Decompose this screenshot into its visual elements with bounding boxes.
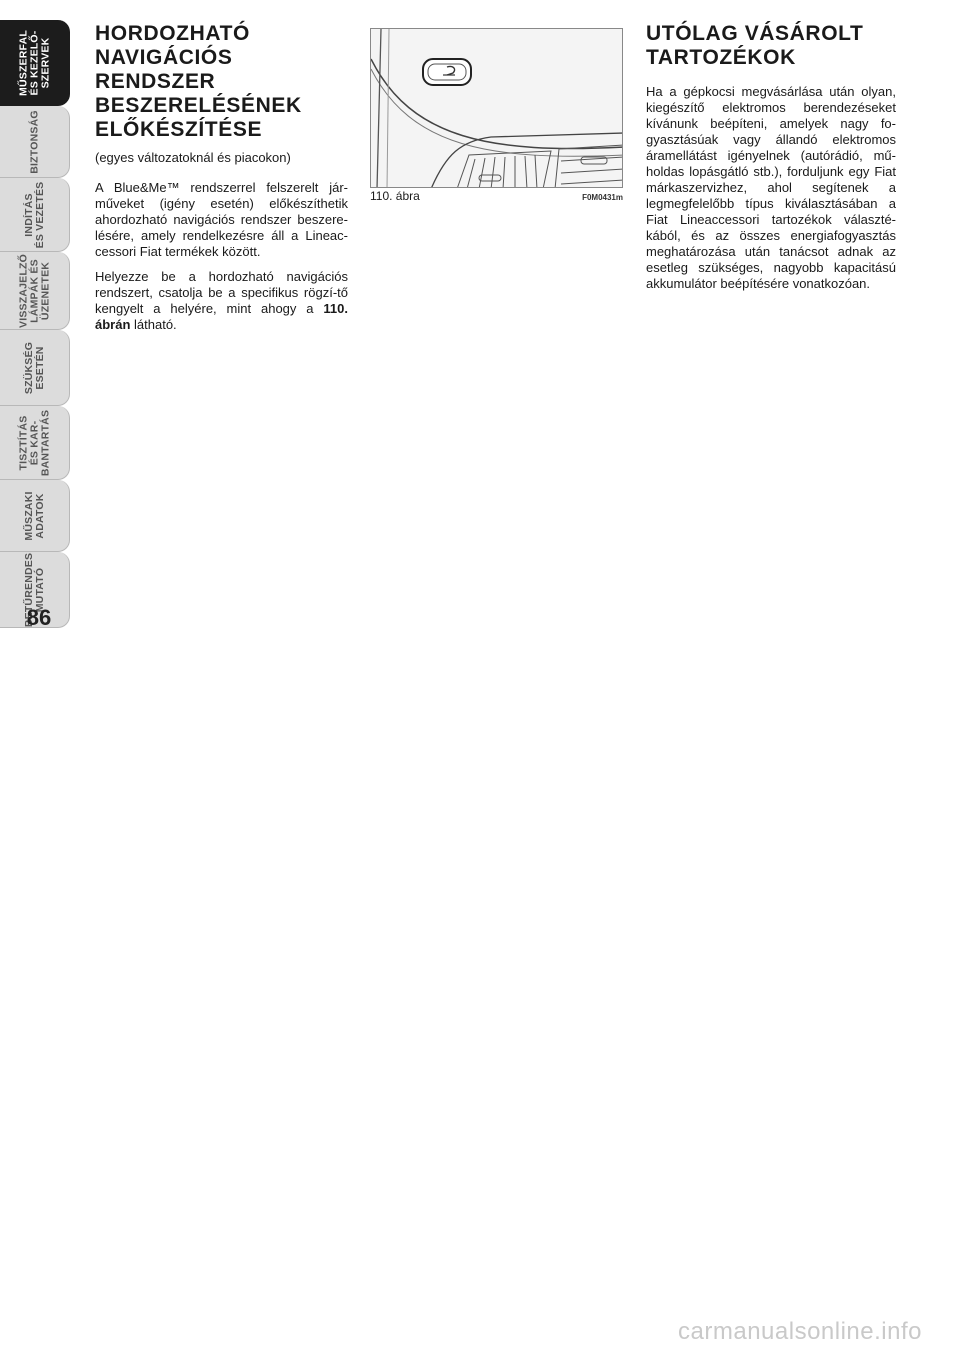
tab-warning-lights[interactable]: VISSZAJELZŐ LÁMPÁK ÉS ÜZENETEK (0, 252, 70, 330)
paragraph-text: látható. (130, 317, 177, 332)
section-title: UTÓLAG VÁSÁROLT TARTOZÉKOK (646, 22, 864, 69)
paragraph: A Blue&Me™ rendszerrel felszerelt jár-mű… (95, 180, 348, 259)
tab-label: INDÍTÁS ÉS VEZETÉS (22, 181, 46, 248)
dashboard-photo (370, 28, 623, 188)
tab-label: BIZTONSÁG (28, 109, 40, 174)
figure-code: F0M0431m (582, 193, 623, 202)
section-subtitle: (egyes változatoknál és piacokon) (95, 150, 291, 165)
tab-technical-data[interactable]: MŰSZAKI ADATOK (0, 480, 70, 552)
site-watermark: carmanualsonline.info (678, 1318, 922, 1345)
figure-label: 110. ábra (370, 189, 420, 203)
tab-maintenance[interactable]: TISZTÍTÁS ÉS KAR- BANTARTÁS (0, 406, 70, 480)
tab-instrument-panel[interactable]: MŰSZERFAL ÉS KEZELŐ- SZERVEK (0, 20, 70, 106)
tab-starting-driving[interactable]: INDÍTÁS ÉS VEZETÉS (0, 178, 70, 252)
figure-110: 110. ábra F0M0431m (370, 28, 623, 203)
tab-emergency[interactable]: SZÜKSÉG ESETÉN (0, 330, 70, 406)
figure-reference[interactable]: 110. ábrán (95, 301, 348, 332)
tab-label: VISSZAJELZŐ LÁMPÁK ÉS ÜZENETEK (17, 253, 51, 328)
paragraph: Ha a gépkocsi megvásárlása után olyan, k… (646, 84, 896, 291)
section-accessories: UTÓLAG VÁSÁROLT TARTOZÉKOK Ha a gépkocsi… (646, 22, 896, 301)
dashboard-illustration (371, 29, 622, 187)
tab-label: TISZTÍTÁS ÉS KAR- BANTARTÁS (17, 409, 51, 476)
tab-label: MŰSZAKI ADATOK (22, 490, 46, 541)
mount-cover-icon (422, 58, 472, 86)
paragraph-text: Helyezze be a hordozható navigációs rend… (95, 269, 348, 316)
paragraph: Helyezze be a hordozható navigációs rend… (95, 269, 348, 333)
page-number: 86 (26, 605, 52, 630)
section-navigation-prep: HORDOZHATÓ NAVIGÁCIÓS RENDSZER BESZERELÉ… (95, 22, 348, 342)
section-title: HORDOZHATÓ NAVIGÁCIÓS RENDSZER BESZERELÉ… (95, 22, 302, 141)
figure-caption: 110. ábra F0M0431m (370, 189, 623, 203)
tab-safety[interactable]: BIZTONSÁG (0, 106, 70, 178)
tab-label: SZÜKSÉG ESETÉN (22, 341, 46, 394)
chapter-tab-sidebar: MŰSZERFAL ÉS KEZELŐ- SZERVEK BIZTONSÁG I… (0, 0, 74, 640)
tab-label: MŰSZERFAL ÉS KEZELŐ- SZERVEK (17, 29, 51, 96)
tab-index[interactable]: BETŰRENDES MUTATÓ (0, 552, 70, 628)
